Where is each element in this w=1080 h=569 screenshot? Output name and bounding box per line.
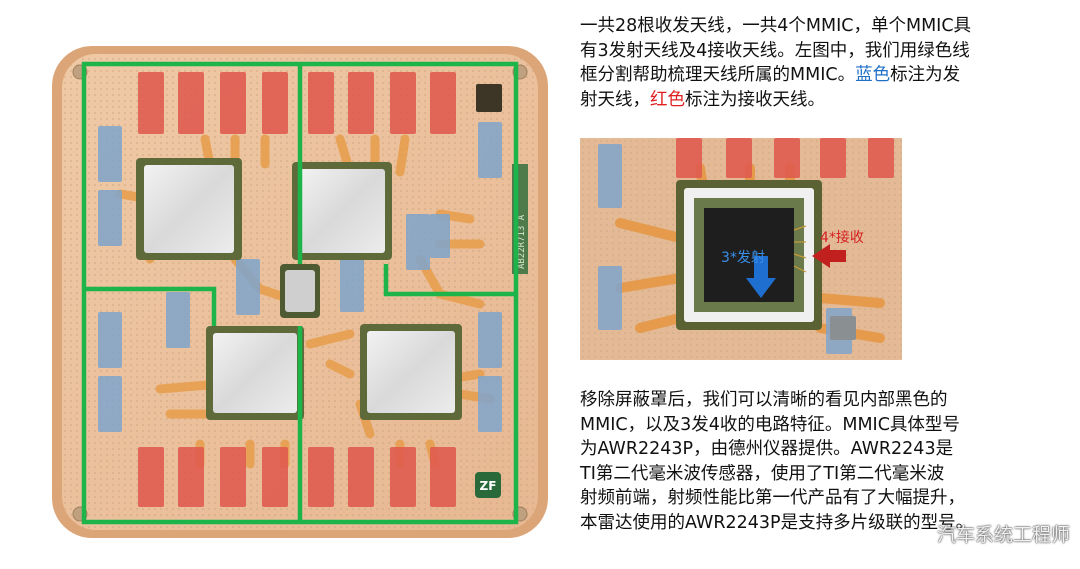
description-top: 一共28根收发天线，一共4个MMIC，单个MMIC具 有3发射天线及4接收天线。… xyxy=(580,14,971,112)
tx-label: 3*发射 xyxy=(721,250,765,266)
rx-antenna-group-bottom xyxy=(138,447,456,507)
small-component xyxy=(476,84,502,112)
tx-antenna xyxy=(598,266,622,330)
rx-antenna xyxy=(348,447,374,507)
rx-antenna xyxy=(348,72,374,134)
red-highlight: 红色 xyxy=(650,89,685,110)
rx-antenna xyxy=(430,72,456,134)
rx-antenna xyxy=(262,72,288,134)
desc-line: 射频前端，射频性能比第一代产品有了大幅提升， xyxy=(580,488,965,508)
desc-line: 有3发射天线及4接收天线。左图中，我们用绿色线 xyxy=(580,40,970,61)
watermark: 汽车系统工程师 xyxy=(936,524,1070,546)
tx-antenna xyxy=(98,312,122,368)
tx-antenna xyxy=(98,190,122,246)
tx-antenna xyxy=(166,292,190,348)
zf-logo: ZF xyxy=(475,472,501,498)
rx-label: 4*接收 xyxy=(820,229,864,246)
radar-pcb-image: AB22R713 A ZF xyxy=(52,46,548,538)
mmic-shield-3 xyxy=(206,326,304,420)
tx-antenna xyxy=(406,214,430,270)
rx-antenna xyxy=(262,447,288,507)
tx-antenna xyxy=(478,376,502,432)
mmic-shield-4 xyxy=(360,324,462,420)
rx-antenna xyxy=(138,72,164,134)
rx-arrow-icon xyxy=(812,244,846,268)
description-bottom: 移除屏蔽罩后，我们可以清晰的看见内部黑色的 MMIC，以及3发4收的电路特征。M… xyxy=(580,388,973,535)
mmic-die xyxy=(704,208,794,302)
mmic-closeup-image: 3*发射 4*接收 xyxy=(580,138,902,360)
tx-antenna xyxy=(340,256,364,312)
rx-antenna xyxy=(726,138,752,178)
blue-highlight: 蓝色 xyxy=(855,65,891,85)
rx-antenna xyxy=(178,72,204,134)
silkscreen-text: AB22R713 A xyxy=(517,214,527,269)
rx-antenna-group-top xyxy=(138,72,456,134)
rx-antenna xyxy=(676,138,702,178)
rx-antenna xyxy=(868,138,894,178)
bond-wires xyxy=(793,225,807,273)
rx-antenna xyxy=(138,447,164,507)
center-chip-shield xyxy=(280,264,320,318)
tx-antenna xyxy=(430,214,450,258)
mmic-partition-frame xyxy=(81,61,519,525)
desc-line: 移除屏蔽罩后，我们可以清晰的看见内部黑色的 xyxy=(580,390,948,410)
desc-line: TI第二代毫米波传感器，使用了TI第二代毫米波 xyxy=(580,463,945,484)
rx-antenna xyxy=(308,72,334,134)
rx-antenna xyxy=(308,447,334,507)
tx-antenna xyxy=(236,259,260,315)
svg-text:ZF: ZF xyxy=(480,479,497,493)
mmic-shield-2 xyxy=(292,162,392,260)
tx-antenna xyxy=(98,376,122,432)
rx-antenna xyxy=(390,72,416,134)
desc-line: MMIC，以及3发4收的电路特征。MMIC具体型号 xyxy=(580,414,960,435)
tx-antenna-group xyxy=(98,122,502,432)
rx-antenna xyxy=(220,72,246,134)
desc-line: 射天线，红色标注为接收天线。 xyxy=(580,89,825,110)
desc-line: 为AWR2243P，由德州仪器提供。AWR2243是 xyxy=(580,439,954,459)
desc-line: 框分割帮助梳理天线所属的MMIC。蓝色标注为发 xyxy=(580,65,961,85)
rx-antenna xyxy=(820,138,846,178)
desc-line: 本雷达使用的AWR2243P是支持多片级联的型号。 xyxy=(580,512,974,533)
tx-antenna xyxy=(598,144,622,208)
rx-antenna xyxy=(430,447,456,507)
mmic-shield-1 xyxy=(136,158,242,260)
small-component xyxy=(830,316,856,340)
rx-antenna xyxy=(774,138,800,178)
rx-antenna xyxy=(178,447,204,507)
tx-antenna xyxy=(98,126,122,182)
rx-antenna xyxy=(220,447,246,507)
tx-antenna xyxy=(478,312,502,368)
desc-line: 一共28根收发天线，一共4个MMIC，单个MMIC具 xyxy=(580,16,972,36)
tx-antenna xyxy=(478,122,502,178)
tx-arrow-icon xyxy=(746,256,776,298)
closeup-rx-antennas xyxy=(676,138,894,178)
rx-antenna xyxy=(390,447,416,507)
